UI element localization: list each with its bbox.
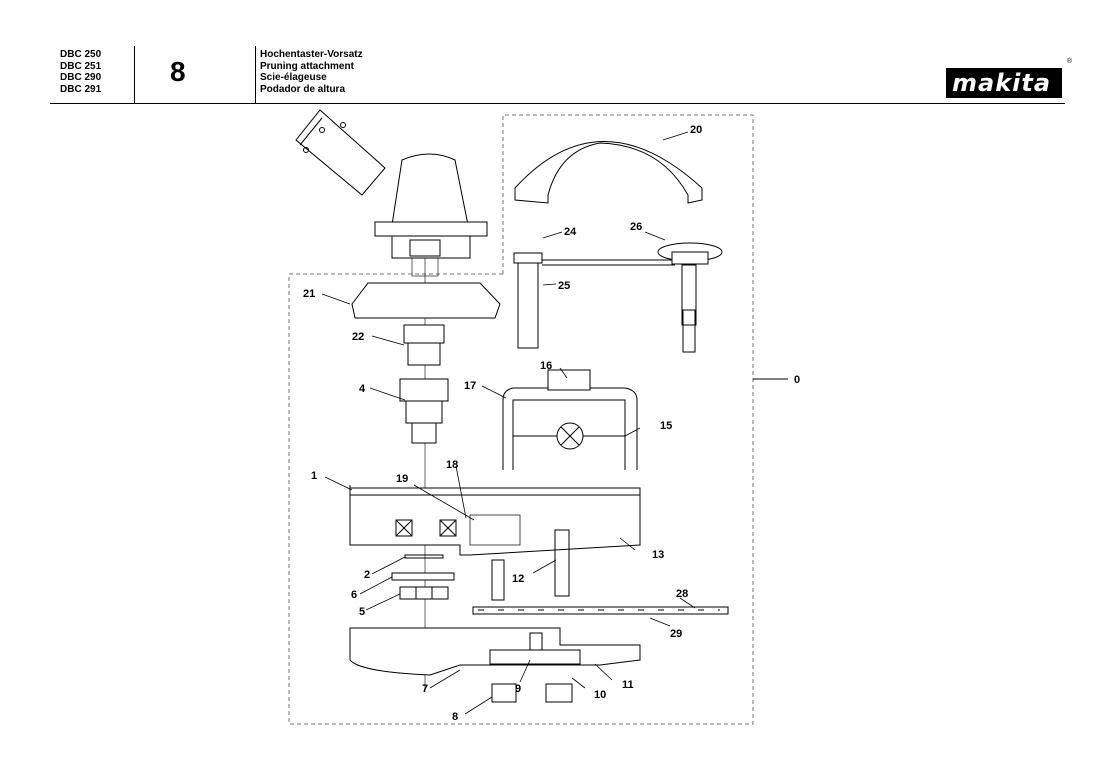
title-es: Podador de altura (260, 83, 346, 95)
header-divider (255, 46, 256, 103)
page-header: DBC 250 DBC 251 DBC 290 DBC 291 8 Hochen… (50, 46, 1072, 104)
label-5: 5 (359, 606, 365, 618)
title-fr: Scie-élageuse (260, 72, 327, 83)
part-1-gear-case (349, 485, 641, 556)
model-name: DBC 251 (60, 60, 102, 72)
label-29: 29 (670, 628, 682, 640)
part-6-gear (391, 572, 455, 581)
part-2-washer (404, 554, 444, 559)
assembly-boundary (288, 114, 754, 725)
leader-lines (321, 131, 696, 715)
label-0: 0 (794, 374, 800, 386)
label-4: 4 (359, 383, 366, 395)
model-name: DBC 250 (60, 49, 102, 60)
label-24: 24 (564, 226, 577, 238)
label-2: 2 (364, 569, 370, 581)
label-8: 8 (452, 711, 458, 723)
title-en: Pruning attachment (260, 60, 354, 72)
label-19: 19 (396, 473, 408, 485)
part-8-nut (491, 683, 517, 703)
label-18: 18 (446, 459, 458, 471)
part-4-sleeve (399, 378, 449, 444)
label-13: 13 (652, 549, 664, 561)
label-6: 6 (351, 589, 357, 601)
label-7: 7 (422, 683, 428, 695)
model-list: DBC 250 DBC 251 DBC 290 DBC 291 (60, 49, 101, 95)
part-20-guard (514, 141, 703, 204)
label-21: 21 (303, 288, 315, 300)
label-16: 16 (540, 360, 552, 372)
label-15: 15 (660, 420, 672, 432)
gear-housing (374, 153, 488, 277)
part-21-cover (351, 282, 501, 319)
part-15-17-bracket (502, 369, 638, 470)
shaft-tube (295, 109, 386, 196)
label-10: 10 (594, 689, 606, 701)
part-24-26-clamp (513, 242, 723, 353)
label-11: 11 (622, 679, 634, 691)
brand-logo: makita ® (946, 58, 1072, 98)
part-22-coupling (403, 324, 445, 366)
label-26: 26 (630, 221, 642, 233)
label-20: 20 (690, 124, 702, 136)
part-28-chain (472, 606, 729, 615)
label-9: 9 (515, 683, 521, 695)
header-divider (134, 46, 135, 103)
page-number: 8 (170, 56, 186, 87)
registered-mark: ® (1066, 58, 1072, 65)
model-name: DBC 290 (60, 72, 102, 83)
part-12-bolts (491, 529, 570, 601)
label-25: 25 (558, 280, 570, 292)
label-28: 28 (676, 588, 688, 600)
logo-text: makita (952, 69, 1052, 97)
part-9-sprocket (489, 632, 581, 665)
title-de: Hochentaster-Vorsatz (260, 49, 363, 60)
label-22: 22 (352, 331, 364, 343)
label-17: 17 (464, 380, 476, 392)
part-10-nut (545, 683, 573, 703)
label-12: 12 (512, 573, 524, 585)
model-name: DBC 291 (60, 83, 102, 95)
part-labels: 0 20 24 26 25 21 22 4 16 17 15 1 19 18 1… (303, 124, 800, 723)
label-1: 1 (311, 470, 317, 482)
part-5-nut (399, 586, 449, 600)
title-list: Hochentaster-Vorsatz Pruning attachment … (260, 49, 363, 95)
